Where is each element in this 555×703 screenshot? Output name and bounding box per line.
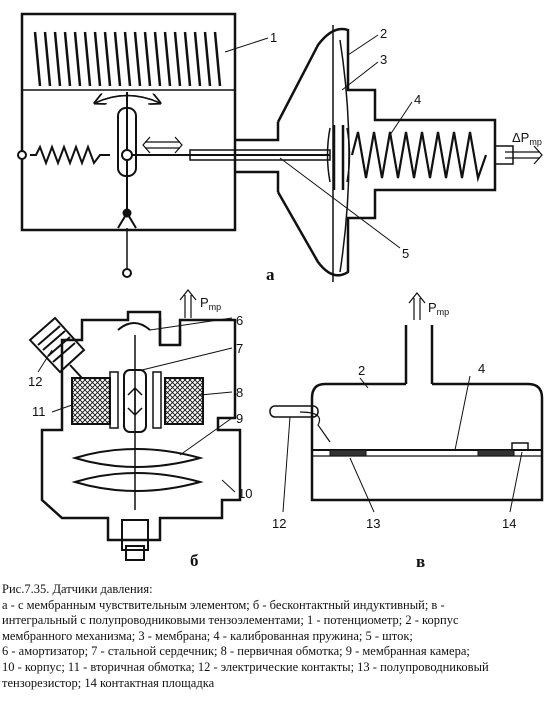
left-spring [30,144,110,166]
callout-7: 7 [236,341,243,356]
pressure-label-v: Pmp [428,300,449,317]
callout-3: 3 [380,52,387,67]
callout-v-14: 14 [502,516,516,531]
pressure-label-a: ΔPmp [512,130,542,147]
callout-10: 10 [238,486,252,501]
callout-v-12: 12 [272,516,286,531]
callout-1: 1 [270,30,277,45]
callout-v-2: 2 [358,363,365,378]
panel-a-labels: 1 2 3 4 5 ΔPmp а [266,26,542,284]
inductive-body [40,310,242,542]
callout-5: 5 [402,246,409,261]
integral-contact-pin [269,405,319,418]
panel-letter-v: в [416,552,425,571]
panel-v-integral-sensor [269,292,544,513]
shock-absorber [117,322,151,331]
strain-gauge-left [329,449,367,457]
potentiometer-coil [33,31,222,87]
caption-line: тензорезистор; 14 контактная площадка [2,675,215,690]
callout-8: 8 [236,385,243,400]
callout-v-4: 4 [478,361,485,376]
caption-title: Рис.7.35. Датчики давления: [2,582,153,596]
callout-v-13: 13 [366,516,380,531]
caption-line: 6 - амортизатор; 7 - стальной сердечник;… [2,644,470,659]
membrane-chamber [71,448,204,468]
panel-a-membrane-sensor [17,12,543,282]
panel-letter-a: а [266,265,275,284]
callout-9: 9 [236,411,243,426]
caption-line: интегральный с полупроводниковыми тензоэ… [2,613,459,628]
callout-12: 12 [28,374,42,389]
callout-11: 11 [32,404,46,419]
pressure-sensor-figure: 1 2 3 4 5 ΔPmp а [17,12,544,571]
primary-winding [164,377,204,425]
figure-caption: Рис.7.35. Датчики давления: а - с мембра… [2,582,552,691]
panel-v-labels: 2 4 12 13 14 Pmp в [272,300,516,571]
integral-housing [310,382,544,502]
stem-rod [189,149,331,161]
panel-letter-b: б [190,551,199,570]
callout-4: 4 [414,92,421,107]
strain-gauge-right [477,449,515,457]
calibrated-spring [350,131,488,183]
caption-line: а - с мембранным чувствительным элементо… [2,597,445,612]
electrical-contacts [28,316,86,379]
potentiometer-housing [20,12,237,232]
callout-2: 2 [380,26,387,41]
panel-b-labels: 6 7 8 9 10 11 12 Pmp б [28,295,252,570]
callout-6: 6 [236,313,243,328]
pressure-label-b: Pmp [200,295,221,312]
contact-pad [511,442,529,451]
panel-b-inductive-sensor [28,289,242,561]
secondary-winding [71,377,111,425]
caption-line: 10 - корпус; 11 - вторичная обмотка; 12 … [2,659,489,674]
caption-line: мембранного механизма; 3 - мембрана; 4 -… [2,628,413,643]
